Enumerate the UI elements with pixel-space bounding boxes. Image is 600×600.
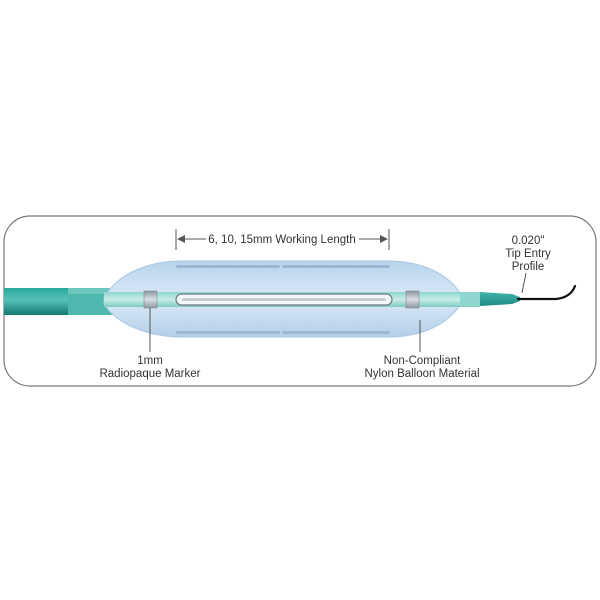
tip-profile-label: 0.020" Tip Entry Profile [505, 235, 551, 273]
tip-profile-leader [521, 272, 527, 294]
catheter-tip [480, 292, 520, 306]
arrow-right-icon [380, 235, 388, 243]
balloon-material-line-1: Non-Compliant [384, 355, 462, 367]
marker-line-2: Radiopaque Marker [99, 368, 200, 380]
working-length-dimension [175, 229, 390, 250]
guidewire [516, 284, 577, 301]
balloon-material-line-2: Nylon Balloon Material [364, 368, 479, 380]
marker-line-1: 1mm [137, 355, 163, 367]
tip-profile-line-1: 0.020" [512, 235, 545, 247]
outer-shaft [4, 288, 70, 315]
radiopaque-marker-distal [405, 290, 420, 309]
proximal-sleeve-highlight [68, 288, 116, 294]
distal-segment [460, 292, 482, 306]
balloon-material-label: Non-Compliant Nylon Balloon Material [364, 355, 479, 380]
lumen-core [182, 298, 386, 301]
working-length-label: 6, 10, 15mm Working Length [208, 234, 355, 246]
balloon-pleats-bottom [176, 325, 390, 334]
marker-label: 1mm Radiopaque Marker [99, 355, 200, 380]
tip-profile-line-3: Profile [512, 261, 545, 273]
balloon-pleats-top [176, 265, 390, 273]
tip-profile-line-2: Tip Entry [505, 248, 551, 260]
radiopaque-marker-proximal [143, 290, 158, 309]
arrow-left-icon [177, 235, 185, 243]
